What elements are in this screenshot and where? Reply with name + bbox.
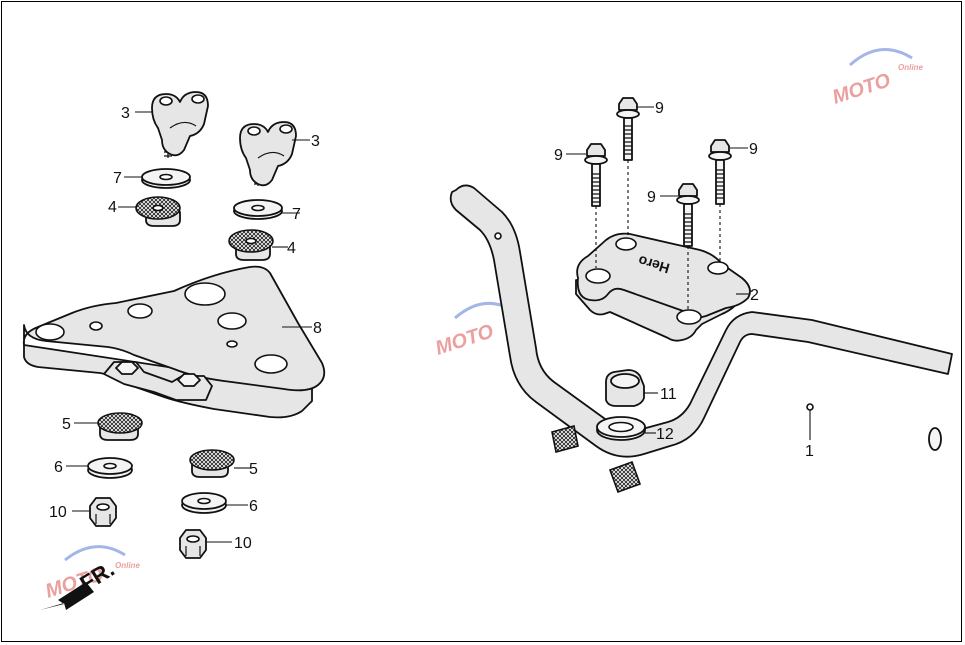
part-1-handlebar — [449, 184, 953, 494]
part-5-bush-right — [189, 449, 235, 478]
part-9-bolt-c — [708, 139, 732, 205]
label-6-left: 6 — [54, 459, 63, 476]
label-3-right: 3 — [311, 133, 320, 150]
part-7-washer-left — [141, 168, 191, 189]
part-11-cap-nut — [605, 369, 645, 407]
label-5-left: 5 — [62, 416, 71, 433]
part-6-washer-left — [87, 457, 133, 479]
part-10-nut-left — [89, 497, 117, 527]
label-8: 8 — [313, 320, 322, 337]
svg-text:MOTO: MOTO — [433, 320, 497, 359]
label-7-left: 7 — [113, 170, 122, 187]
label-4-left: 4 — [108, 199, 117, 216]
svg-text:Online: Online — [898, 63, 923, 72]
label-6-right: 6 — [249, 498, 258, 515]
label-11: 11 — [660, 386, 677, 403]
part-9-bolt-b — [584, 143, 608, 207]
part-4-bush-right — [228, 229, 274, 261]
leader-lines — [66, 106, 811, 543]
label-4-right: 4 — [287, 240, 296, 257]
part-2-upper-holder: Hero — [575, 232, 751, 342]
label-9-b: 9 — [554, 147, 563, 164]
part-3-holder-right — [239, 121, 297, 187]
label-3-left: 3 — [121, 105, 130, 122]
bolt-alignment-lines — [595, 160, 721, 310]
label-5-right: 5 — [249, 461, 258, 478]
part-3-holder-left — [151, 91, 209, 158]
part-6-washer-right — [181, 492, 227, 514]
label-2: 2 — [750, 287, 759, 304]
svg-text:Online: Online — [115, 561, 140, 570]
watermark-top-right: MOTO Online — [830, 48, 923, 109]
part-4-bush-left — [135, 196, 181, 227]
part-8-top-bridge — [22, 265, 326, 419]
label-9-a: 9 — [655, 100, 664, 117]
label-10-right: 10 — [234, 535, 252, 552]
label-1: 1 — [805, 443, 814, 460]
arrow-icon — [40, 582, 94, 610]
part-5-bush-left — [97, 412, 143, 441]
label-10-left: 10 — [49, 504, 67, 521]
label-9-c: 9 — [749, 141, 758, 158]
part-number-labels: 3 3 4 4 5 5 6 6 7 7 8 9 9 9 9 10 10 11 1… — [49, 100, 814, 552]
label-9-d: 9 — [647, 189, 656, 206]
part-10-nut-right — [179, 529, 207, 559]
part-9-bolt-a — [616, 97, 640, 161]
part-7-washer-right — [233, 199, 283, 220]
label-7-right: 7 — [292, 206, 301, 223]
svg-text:MOTO: MOTO — [830, 69, 894, 108]
part-12-washer — [596, 416, 646, 441]
part-9-bolt-d — [676, 183, 700, 247]
label-12: 12 — [656, 426, 674, 443]
